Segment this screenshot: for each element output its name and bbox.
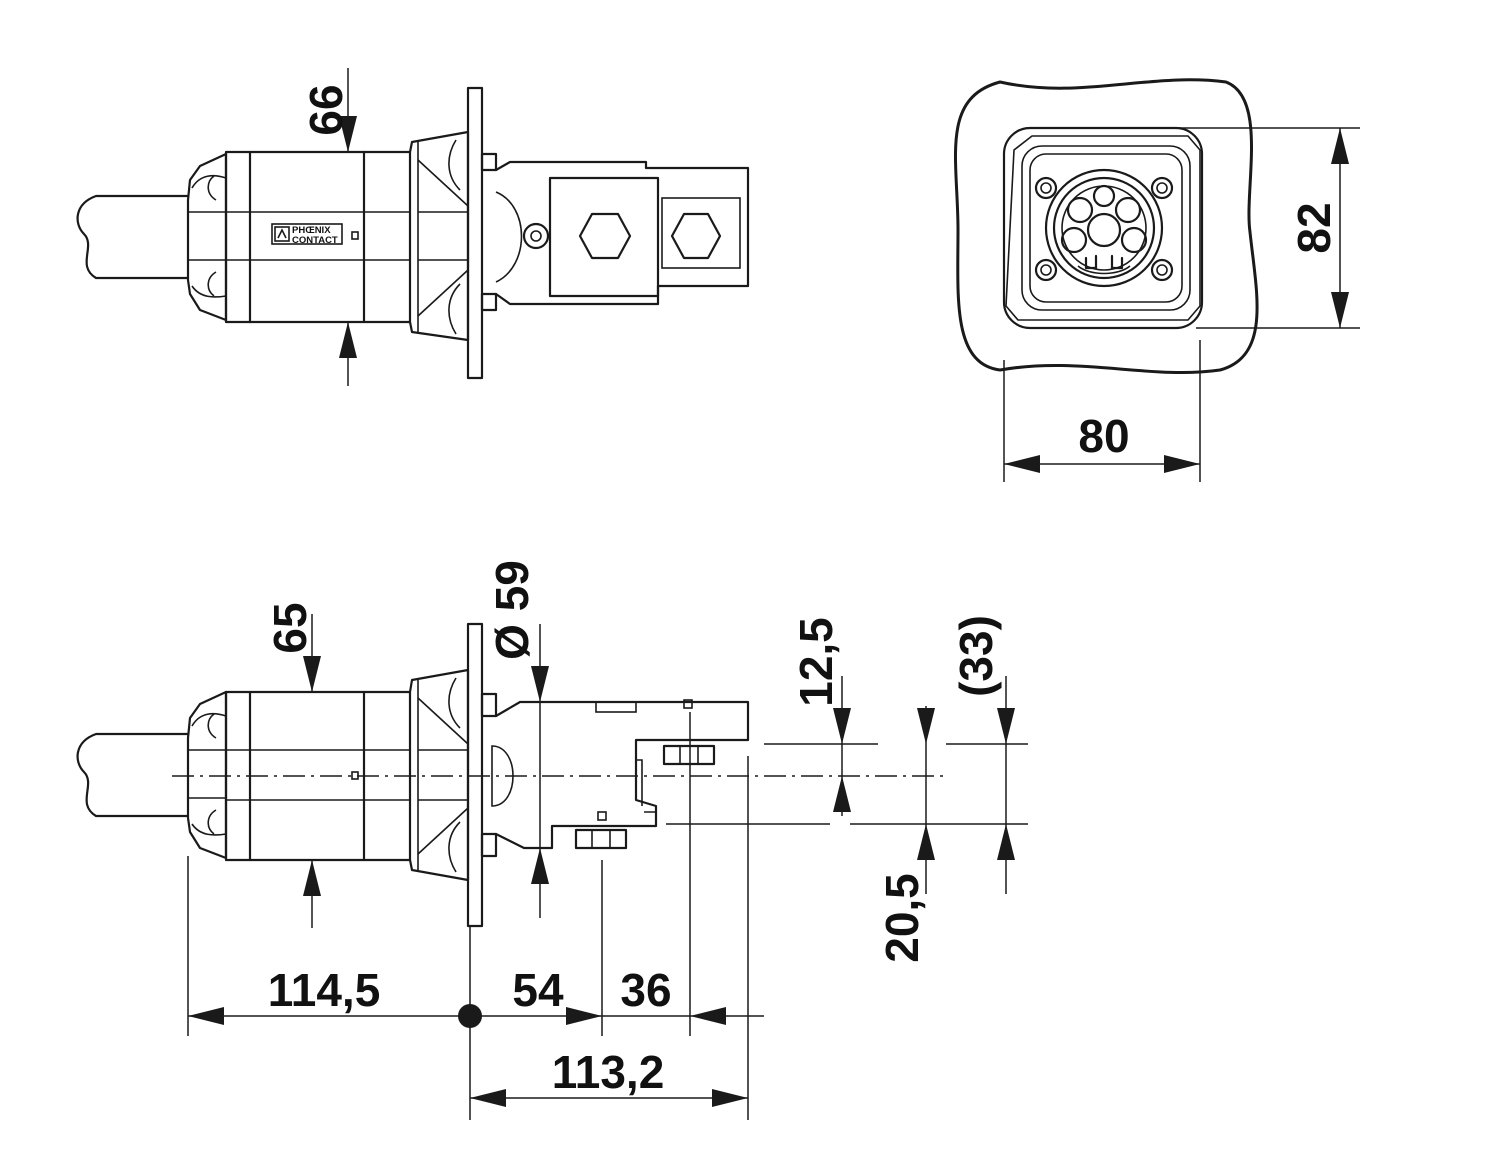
cable [76,732,190,818]
rear-housing [494,160,750,306]
dimension-33-reference: (33) [946,615,1028,894]
dimension-label-80: 80 [1078,410,1129,462]
dimension-54: 54 [470,964,602,1025]
dimension-label-36: 36 [620,964,671,1016]
socket-face [1044,168,1164,288]
housing-body [224,690,412,862]
dimension-label-114-5: 114,5 [268,964,381,1016]
collar [408,668,470,882]
bottom-side-view: 65 Ø 59 12,5 [76,560,1028,1120]
front-view: 82 80 [954,78,1360,482]
top-side-view: PHŒNIX CONTACT [76,68,750,386]
dimension-label-33: (33) [950,615,1002,697]
dimension-80: 80 [1003,340,1201,482]
cable [76,194,190,280]
flange [466,622,498,928]
dimension-label-82: 82 [1288,202,1340,253]
front-flange-outline [954,78,1259,375]
dimension-label-66: 66 [300,84,352,135]
dimension-113-2: 113,2 [470,1046,748,1107]
dimension-label-54: 54 [512,964,564,1016]
gland-nut [186,690,228,860]
logo-badge: PHŒNIX CONTACT [271,223,359,246]
mounting-screws [1034,176,1174,282]
gland-nut [186,152,228,322]
dimension-65: 65 [264,602,321,928]
dimension-66: 66 [300,68,357,386]
front-panel [1002,126,1204,330]
dimension-82: 82 [1038,127,1360,329]
rear-housing [491,699,750,850]
dimension-label-diameter-59: Ø 59 [486,560,538,660]
housing-body [224,150,412,324]
dimension-diameter-59: Ø 59 [486,560,549,918]
dimension-36: 36 [602,964,764,1025]
dimension-label-65: 65 [264,602,316,653]
dimension-114-5: 114,5 [188,964,482,1028]
dimension-label-12-5: 12,5 [790,617,842,707]
logo-line-2: CONTACT [292,235,338,246]
collar [408,130,470,342]
logo-line-1: PHŒNIX [292,225,331,236]
dimension-20-5: 20,5 [850,706,946,963]
dimension-label-20-5: 20,5 [876,873,928,963]
flange [466,86,498,380]
dimension-12-5: 12,5 [666,617,878,825]
dimension-label-113-2: 113,2 [552,1046,665,1098]
